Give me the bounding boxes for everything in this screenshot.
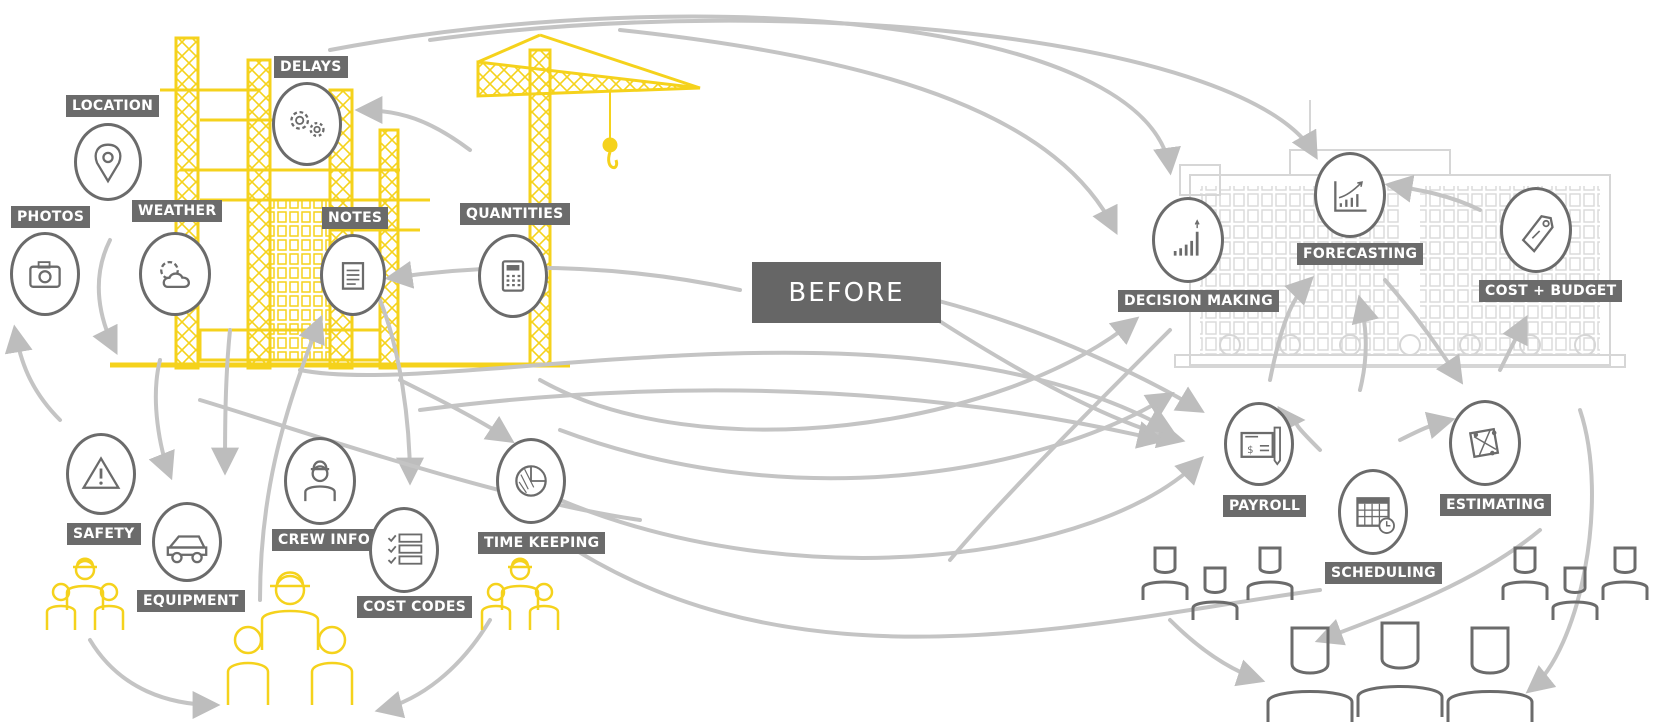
time-keeping-label: TIME KEEPING: [478, 532, 606, 554]
flow-arrows: [4, 14, 1594, 719]
notes-node: [320, 234, 386, 316]
payroll-node: $: [1224, 402, 1294, 486]
decision-making-label: DECISION MAKING: [1118, 290, 1279, 312]
office-staff-illustration: [1141, 546, 1649, 722]
calculator-icon: [501, 260, 525, 292]
svg-text:$: $: [1247, 445, 1253, 456]
delays-label: DELAYS: [274, 56, 348, 78]
pie-chart-icon: [515, 465, 547, 497]
price-tag-icon: [1521, 214, 1554, 253]
before-banner: BEFORE: [752, 262, 941, 323]
estimating-label: ESTIMATING: [1440, 494, 1552, 516]
calendar-icon: [1356, 497, 1395, 534]
cost-budget-label: COST + BUDGET: [1479, 280, 1623, 302]
photos-label: PHOTOS: [11, 206, 91, 228]
cost-codes-node: [369, 507, 439, 593]
estimating-node: [1449, 400, 1521, 486]
scheduling-label: SCHEDULING: [1325, 562, 1442, 584]
delays-node: [272, 82, 342, 166]
warning-icon: [81, 456, 121, 489]
checklist-icon: [387, 533, 423, 565]
location-label: LOCATION: [66, 95, 160, 117]
photos-node: [10, 232, 80, 316]
trend-chart-icon: [1334, 181, 1367, 212]
map-pin-icon: [94, 143, 122, 184]
notepad-icon: [341, 262, 365, 290]
crew-info-node: [284, 437, 356, 525]
forecasting-label: FORECASTING: [1297, 243, 1424, 265]
quantities-node: [478, 234, 548, 318]
dump-truck-icon: [166, 535, 208, 564]
payroll-label: PAYROLL: [1223, 495, 1307, 517]
weather-node: [139, 232, 211, 316]
safety-label: SAFETY: [67, 523, 141, 545]
safety-node: [66, 433, 136, 515]
cheque-icon: $: [1240, 426, 1281, 466]
equipment-node: [152, 502, 222, 582]
equipment-label: EQUIPMENT: [137, 590, 245, 612]
worker-icon: [304, 460, 336, 502]
cost-codes-label: COST CODES: [357, 596, 473, 618]
blueprint-icon: [1468, 427, 1500, 459]
bar-chart-icon: [1173, 219, 1200, 256]
notes-label: NOTES: [322, 207, 389, 229]
sun-cloud-icon: [160, 260, 190, 288]
crew-info-label: CREW INFO: [272, 529, 377, 551]
quantities-label: QUANTITIES: [460, 203, 570, 225]
camera-icon: [29, 261, 61, 288]
location-node: [74, 123, 142, 201]
weather-label: WEATHER: [132, 200, 223, 222]
scheduling-node: [1338, 469, 1408, 555]
field-crew-illustration: [45, 557, 560, 705]
decision-making-node: [1152, 197, 1224, 283]
forecasting-node: [1314, 152, 1386, 238]
time-keeping-node: [496, 438, 566, 524]
cost-budget-node: [1500, 187, 1572, 273]
gears-icon: [290, 110, 325, 138]
